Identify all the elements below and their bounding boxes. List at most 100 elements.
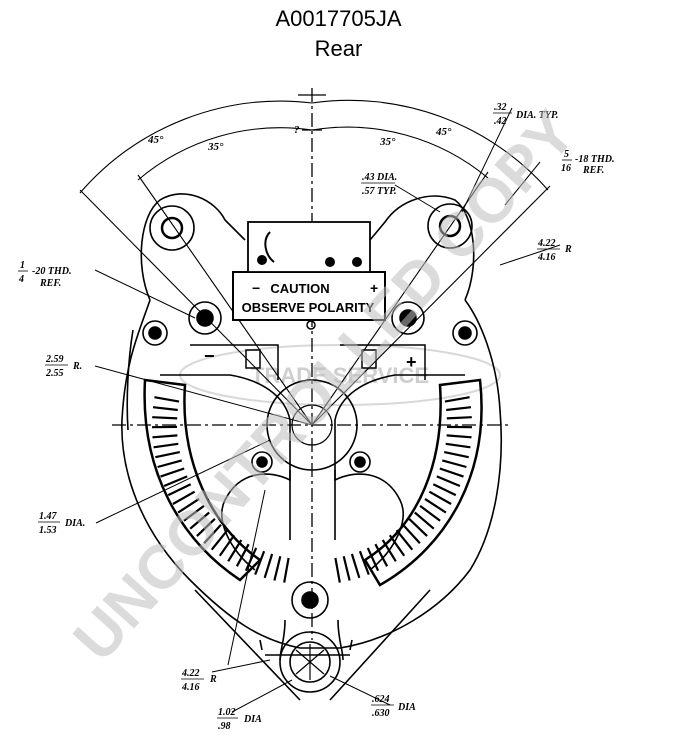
dim-thread-left-upper: 1 — [20, 260, 25, 271]
right-cooling-slot — [432, 483, 457, 497]
dim-bushing-upper: .624 — [372, 694, 390, 705]
left-cooling-slot — [155, 451, 181, 459]
dim-radius-bottom-suffix: R — [209, 674, 217, 685]
right-cooling-slot — [428, 490, 452, 505]
left-cooling-slot — [235, 543, 250, 567]
dim-thread-left-suffix: -20 THD. — [32, 266, 71, 277]
dim-hub-suffix: DIA. — [64, 518, 85, 529]
right-cooling-slot — [414, 511, 435, 530]
dim-radius-right-upper: 4.22 — [537, 238, 556, 249]
dimension-callouts: .32 .42 DIA. TYP. 5 16 -18 THD. REF. .43… — [18, 102, 614, 732]
dim-pivot-upper: 1.02 — [218, 707, 236, 718]
angle-left-inner: 35° — [207, 141, 224, 153]
left-cooling-slot — [283, 557, 290, 583]
left-cooling-slot — [210, 529, 229, 551]
left-cooling-slot — [157, 459, 182, 469]
terminal-labels: − + — [204, 346, 417, 372]
cooling-slots-right — [334, 396, 473, 583]
angle-labels: 45° 35° ? 35° 45° — [147, 124, 452, 153]
rectifier-plates — [190, 344, 426, 380]
dim-hole-typ-upper: .43 DIA. — [362, 172, 397, 183]
left-cooling-slot — [152, 416, 178, 420]
dim-radius-bottom-upper: 4.22 — [181, 668, 200, 679]
left-cooling-slot — [183, 505, 205, 522]
right-cooling-slot — [443, 451, 469, 459]
left-cooling-slot — [163, 475, 188, 488]
left-cooling-slot — [177, 497, 200, 514]
bottom-pivot — [279, 581, 344, 693]
part-number-title: A0017705JA — [275, 6, 402, 31]
left-cooling-slot — [152, 406, 178, 412]
right-cooling-slot — [381, 539, 397, 562]
left-cooling-slot — [167, 483, 192, 497]
dim-bushing-lower: .630 — [372, 708, 390, 719]
left-cooling-slot — [152, 434, 178, 439]
left-cooling-slot — [218, 534, 236, 557]
plate-plus: + — [370, 280, 378, 296]
dim-pivot-suffix: DIA — [243, 714, 262, 725]
terminal-negative-label: − — [204, 346, 215, 366]
right-cooling-slot — [342, 555, 351, 581]
mounting-ears — [140, 193, 478, 346]
right-cooling-slot — [442, 459, 467, 469]
plate-minus: − — [252, 280, 260, 296]
right-cooling-slot — [334, 557, 341, 583]
dim-radius-left-suffix: R. — [72, 361, 82, 372]
dim-top-hole-lower: .42 — [494, 116, 507, 127]
dim-top-hole-upper: .32 — [494, 102, 507, 113]
left-cooling-slot — [160, 467, 185, 478]
right-cooling-slot — [402, 523, 421, 544]
left-cooling-slot — [254, 550, 266, 575]
plate-caution-text: CAUTION — [270, 281, 329, 296]
right-cooling-slot — [419, 505, 441, 522]
left-cooling-slot — [273, 555, 282, 581]
right-cooling-slot — [444, 396, 470, 403]
left-cooling-slot — [244, 547, 258, 572]
right-cooling-slot — [366, 547, 380, 572]
left-cooling-slot — [263, 553, 274, 579]
warning-plate: CAUTION OBSERVE POLARITY − + — [232, 221, 386, 330]
cooling-slots-left — [151, 396, 290, 583]
dim-radius-left-lower: 2.55 — [45, 368, 64, 379]
left-cooling-slot — [227, 539, 243, 562]
watermark-diagonal: UNCONTROLLED COPY — [61, 98, 589, 674]
right-cooling-slot — [446, 406, 472, 412]
right-cooling-slot — [350, 553, 361, 579]
view-label: Rear — [314, 36, 363, 61]
angle-right-inner: 35° — [379, 136, 396, 148]
dim-top-hole-suffix: DIA. TYP. — [515, 110, 558, 121]
right-cooling-slot — [358, 550, 370, 575]
center-hub — [251, 379, 371, 540]
angle-arcs — [79, 99, 551, 426]
leader-lines — [94, 107, 561, 713]
dim-thread-tr-ref: REF. — [582, 165, 604, 176]
right-cooling-slot — [424, 497, 447, 514]
dim-hole-typ-lower: .57 TYP. — [362, 186, 397, 197]
right-cooling-slot — [436, 475, 461, 488]
right-cooling-slot — [374, 543, 389, 567]
left-cooling-slot — [153, 442, 179, 449]
angle-right-outer: 45° — [435, 126, 452, 138]
dim-thread-tr-upper: 5 — [564, 149, 569, 160]
right-cooling-slot — [408, 518, 428, 537]
dim-thread-left-ref: REF. — [39, 278, 61, 289]
left-cooling-slot — [196, 518, 216, 537]
angle-left-outer: 45° — [147, 134, 164, 146]
dim-radius-bottom-lower: 4.16 — [181, 682, 200, 693]
left-cooling-slot — [189, 511, 210, 530]
right-cooling-slot — [445, 442, 471, 449]
plate-polarity-text: OBSERVE POLARITY — [242, 300, 375, 315]
dim-pivot-lower: .98 — [218, 721, 231, 732]
left-cooling-slot — [203, 523, 222, 544]
right-cooling-slot — [446, 434, 472, 439]
dim-thread-tr-suffix: -18 THD. — [575, 154, 614, 165]
left-cooling-slot — [154, 396, 180, 403]
dim-thread-left-lower: 4 — [18, 274, 24, 285]
terminal-positive-label: + — [406, 352, 417, 372]
right-cooling-slot — [439, 467, 464, 478]
dim-radius-right-suffix: R — [564, 244, 572, 255]
housing-outline — [121, 299, 503, 701]
dim-radius-left-upper: 2.59 — [45, 354, 64, 365]
dim-thread-tr-lower: 16 — [561, 163, 571, 174]
dim-hub-lower: 1.53 — [39, 525, 57, 536]
